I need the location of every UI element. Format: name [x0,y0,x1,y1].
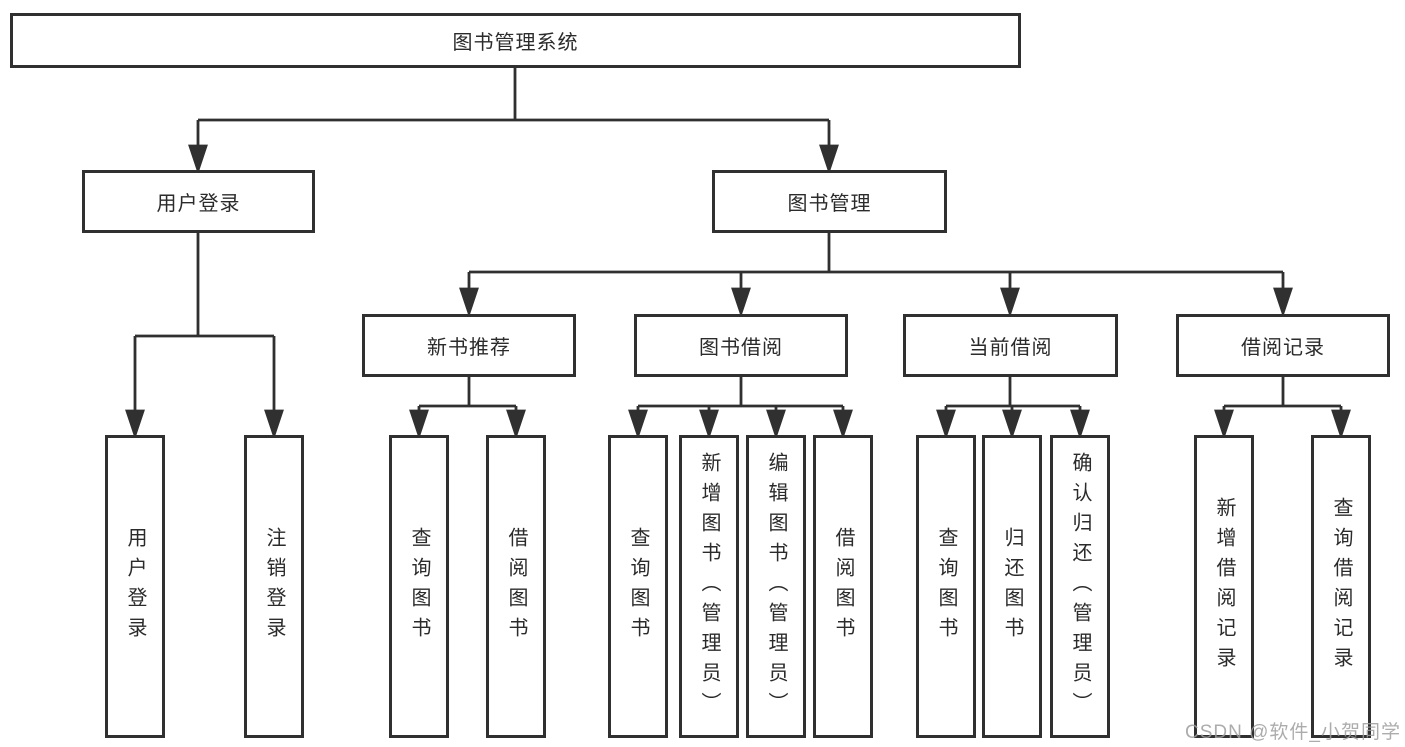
connector-root-to-level2 [188,68,839,175]
leaf-return-books-label: 归还图书 [1001,526,1023,647]
connector-user-login-to-leaves [125,233,284,440]
arrowhead [264,409,284,440]
leaf-add-borrow-record: 新增借阅记录 [1194,435,1254,738]
arrowhead [459,287,479,318]
leaf-query-books-recommend: 查询图书 [389,435,449,738]
node-book-management: 图书管理 [712,170,947,233]
leaf-borrow-books-recommend: 借阅图书 [486,435,546,738]
leaf-query-books-current: 查询图书 [916,435,976,738]
node-borrowing-records: 借阅记录 [1176,314,1390,377]
leaf-borrow-books-borrowing: 借阅图书 [813,435,873,738]
connector-borrowing-records-to-leaves [1214,377,1351,440]
leaf-user-login: 用户登录 [105,435,165,738]
arrowhead [1002,409,1022,440]
leaf-query-books-current-label: 查询图书 [935,526,957,647]
leaf-return-books: 归还图书 [982,435,1042,738]
arrowhead [188,144,208,175]
node-library-management-system: 图书管理系统 [10,13,1021,68]
connector-current-borrowing-to-leaves [936,377,1090,440]
leaf-query-books-borrowing: 查询图书 [608,435,668,738]
leaf-add-book-admin-label: 新增图书（管理员） [698,451,720,722]
arrowhead [409,409,429,440]
arrowhead [628,409,648,440]
leaf-edit-book-admin-label: 编辑图书（管理员） [765,451,787,722]
arrowhead [1000,287,1020,318]
leaf-add-borrow-record-label: 新增借阅记录 [1213,496,1235,677]
leaf-confirm-return-admin: 确认归还（管理员） [1050,435,1110,738]
watermark: CSDN @软件_小贺同学 [1185,722,1401,743]
node-book-borrowing: 图书借阅 [634,314,848,377]
connector-book-borrowing-to-leaves [628,377,853,440]
arrowhead [506,409,526,440]
node-current-borrowing: 当前借阅 [903,314,1118,377]
arrowhead [731,287,751,318]
connector-book-management-to-level3 [459,233,1293,318]
leaf-borrow-books-recommend-label: 借阅图书 [505,526,527,647]
leaf-logout: 注销登录 [244,435,304,738]
leaf-add-book-admin: 新增图书（管理员） [679,435,739,738]
leaf-query-books-borrowing-label: 查询图书 [627,526,649,647]
node-new-book-recommendation: 新书推荐 [362,314,576,377]
arrowhead [1070,409,1090,440]
leaf-edit-book-admin: 编辑图书（管理员） [746,435,806,738]
arrowhead [1273,287,1293,318]
leaf-user-login-label: 用户登录 [124,526,146,647]
arrowhead [819,144,839,175]
leaf-confirm-return-admin-label: 确认归还（管理员） [1069,451,1091,722]
arrowhead [699,409,719,440]
connector-new-book-recommendation-to-leaves [409,377,526,440]
arrowhead [1331,409,1351,440]
leaf-borrow-books-borrowing-label: 借阅图书 [832,526,854,647]
arrowhead [936,409,956,440]
arrowhead [1214,409,1234,440]
leaf-query-borrow-record-label: 查询借阅记录 [1330,496,1352,677]
leaf-query-books-recommend-label: 查询图书 [408,526,430,647]
leaf-logout-label: 注销登录 [263,526,285,647]
arrowhead [125,409,145,440]
arrowhead [833,409,853,440]
arrowhead [766,409,786,440]
node-user-login: 用户登录 [82,170,315,233]
leaf-query-borrow-record: 查询借阅记录 [1311,435,1371,738]
